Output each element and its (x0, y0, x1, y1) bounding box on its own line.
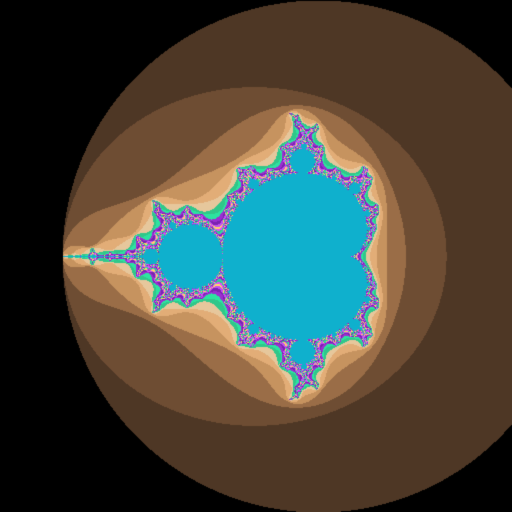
mandelbrot-canvas (0, 0, 512, 512)
fractal-image (0, 0, 512, 512)
